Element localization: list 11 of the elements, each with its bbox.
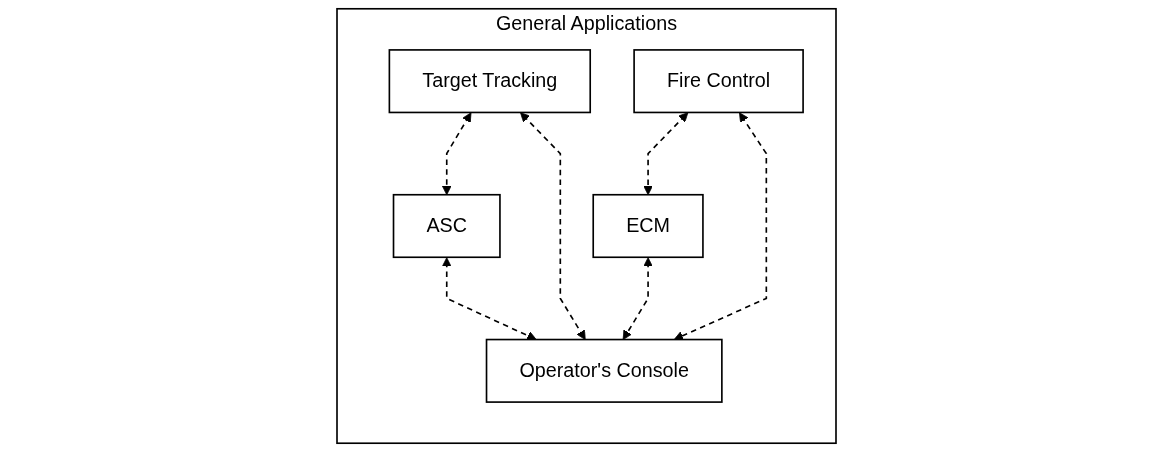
node-box: Fire Control [633,49,804,114]
arrow [643,112,689,196]
arrow [673,112,768,341]
node-box: ASC [392,193,501,259]
node-box: ECM [592,193,704,259]
arrow [622,257,653,340]
node-box: Operator's Console [485,338,723,403]
arrow [441,112,472,196]
node-box: Target Tracking [388,49,592,114]
arrow [520,112,586,340]
arrow [441,257,537,341]
